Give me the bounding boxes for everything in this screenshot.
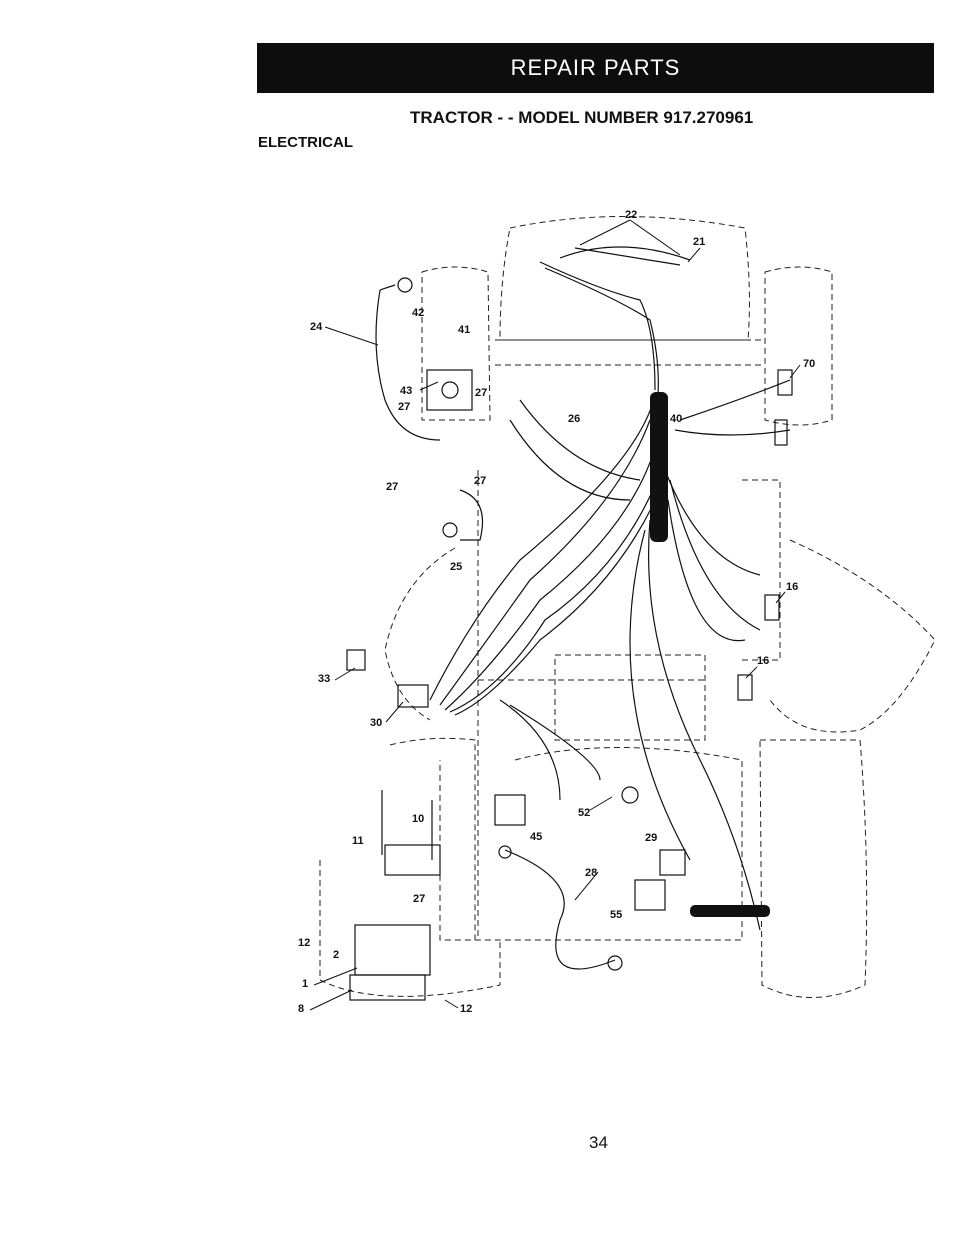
- callout-8: 8: [298, 1003, 304, 1015]
- part-callouts: 22 21 24 42 41 43 27 27 27 27 25 26 40 7…: [298, 209, 815, 1015]
- callout-42: 42: [412, 307, 424, 319]
- callout-55: 55: [610, 909, 622, 921]
- tractor-outline: [319, 216, 936, 998]
- ignition-switch: [397, 684, 429, 708]
- banner-title: REPAIR PARTS: [510, 55, 681, 80]
- callout-2: 2: [333, 949, 339, 961]
- callout-52: 52: [578, 807, 590, 819]
- page-number: 34: [589, 1133, 608, 1152]
- callout-33: 33: [318, 673, 330, 685]
- callout-30: 30: [370, 717, 382, 729]
- callout-45: 45: [530, 831, 542, 843]
- components: [346, 277, 793, 1001]
- callout-12: 12: [298, 937, 310, 949]
- callout-21: 21: [693, 236, 705, 248]
- callout-27: 27: [413, 893, 425, 905]
- fuse-holder: [346, 649, 366, 671]
- wire-harness: [375, 246, 791, 970]
- callout-16: 16: [786, 581, 798, 593]
- battery-holddown: [384, 844, 441, 876]
- callout-1: 1: [302, 978, 308, 990]
- callout-12: 12: [460, 1003, 472, 1015]
- callout-11: 11: [352, 835, 364, 847]
- callout-22: 22: [625, 209, 637, 221]
- battery-tray: [349, 974, 426, 1001]
- callout-24: 24: [310, 321, 323, 333]
- callout-28: 28: [585, 867, 597, 879]
- model-subtitle: TRACTOR - - MODEL NUMBER 917.270961: [410, 108, 754, 127]
- leader-lines: [309, 219, 801, 1011]
- seat-switch: [659, 849, 686, 876]
- solenoid: [426, 369, 473, 411]
- callout-41: 41: [458, 324, 470, 336]
- battery: [354, 924, 431, 976]
- callout-29: 29: [645, 832, 657, 844]
- coil-sleeve: [650, 392, 770, 917]
- section-heading: ELECTRICAL: [258, 134, 353, 151]
- callout-27: 27: [475, 387, 487, 399]
- callout-16: 16: [757, 655, 769, 667]
- repair-parts-banner: REPAIR PARTS: [257, 43, 934, 93]
- callout-43: 43: [400, 385, 412, 397]
- callout-27: 27: [386, 481, 398, 493]
- callout-70: 70: [803, 358, 815, 370]
- hour-meter: [494, 794, 526, 826]
- interlock-switch-upper: [764, 594, 780, 621]
- callout-40: 40: [670, 413, 682, 425]
- callout-27: 27: [398, 401, 410, 413]
- callout-26: 26: [568, 413, 580, 425]
- interlock-switch-lower: [737, 674, 753, 701]
- headlight-connector: [774, 419, 788, 446]
- callout-27: 27: [474, 475, 486, 487]
- callout-25: 25: [450, 561, 462, 573]
- connector-70: [777, 369, 793, 396]
- callout-10: 10: [412, 813, 424, 825]
- pto-switch: [634, 879, 666, 911]
